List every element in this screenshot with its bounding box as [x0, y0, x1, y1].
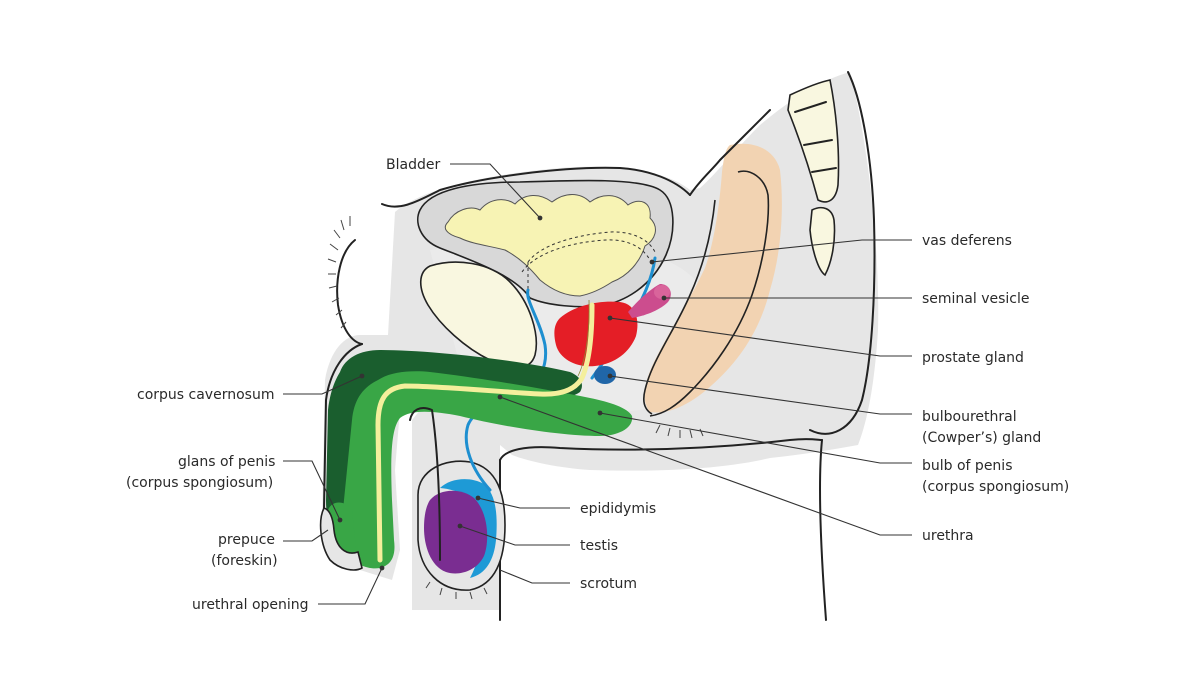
leader-dot-seminal — [661, 295, 667, 301]
leader-dot-vas — [649, 259, 655, 265]
perineal-hair — [655, 424, 704, 439]
leader-dot-bulb — [597, 410, 603, 416]
leader-dot-cavernosum — [359, 373, 365, 379]
leader-epididymis — [477, 497, 570, 509]
vas-deferens-hidden-path — [527, 231, 656, 263]
leader-glans — [283, 460, 341, 521]
leader-dot-urethral-opening — [379, 565, 385, 571]
leader-vas-deferens — [651, 239, 912, 263]
label-glans-2: (corpus spongiosum) — [126, 475, 273, 491]
seminal-vesicle-top — [654, 285, 670, 299]
urethra — [375, 302, 595, 563]
leader-bulb-of-penis — [599, 412, 912, 464]
sacrum-segment-1 — [794, 101, 827, 113]
prostate-gland — [554, 301, 638, 367]
label-bladder: Bladder — [386, 157, 440, 173]
label-epididymis: epididymis — [580, 501, 656, 517]
label-prepuce-2: (foreskin) — [211, 553, 278, 569]
leader-dot-bulbourethral — [607, 373, 613, 379]
label-bulb-of-penis-2: (corpus spongiosum) — [922, 479, 1069, 495]
label-urethral-opening: urethral opening — [192, 597, 309, 613]
leader-dot-testis — [457, 523, 463, 529]
labels: Bladder vas deferens seminal vesicle pro… — [126, 157, 1069, 613]
vas-deferens-hidden-path-2 — [521, 239, 651, 273]
leader-dot-glans — [337, 517, 343, 523]
label-vas-deferens: vas deferens — [922, 233, 1012, 249]
label-prepuce-1: prepuce — [218, 532, 275, 548]
leader-dot-epididymis — [475, 495, 481, 501]
label-testis: testis — [580, 538, 618, 554]
bladder — [444, 194, 656, 297]
perineum-outline — [818, 439, 827, 621]
leader-prepuce — [283, 529, 329, 542]
pubic-outline — [336, 239, 363, 345]
label-scrotum: scrotum — [580, 576, 637, 592]
leader-dot-bladder — [537, 215, 543, 221]
rectum-wall — [643, 199, 716, 415]
prepuce — [319, 507, 363, 571]
penis-outline — [323, 343, 363, 509]
leader-scrotum — [499, 569, 570, 584]
leader-bladder — [450, 163, 541, 219]
leader-urethral-opening — [318, 567, 383, 605]
scrotum-hair — [425, 581, 488, 600]
buttock-outline — [809, 71, 876, 435]
abdomen-outline — [381, 166, 691, 208]
leader-corpus-cavernosum — [283, 375, 363, 395]
leader-bulbourethral — [609, 375, 912, 415]
back-outline — [689, 109, 771, 196]
rectum — [644, 143, 782, 413]
label-bulbourethral-2: (Cowper’s) gland — [922, 430, 1041, 446]
label-seminal-vesicle: seminal vesicle — [922, 291, 1030, 307]
label-corpus-cavernosum: corpus cavernosum — [137, 387, 274, 403]
label-prostate-gland: prostate gland — [922, 350, 1024, 366]
leader-urethra — [499, 396, 912, 536]
leader-testis — [459, 525, 570, 546]
corpus-spongiosum — [340, 371, 633, 569]
rectum-wall-2 — [649, 170, 770, 417]
leader-prostate — [609, 317, 912, 357]
label-glans-1: glans of penis — [178, 454, 275, 470]
label-urethra: urethra — [922, 528, 974, 544]
label-bulb-of-penis-1: bulb of penis — [922, 458, 1013, 474]
thigh-outline — [499, 438, 823, 461]
label-bulbourethral-1: bulbourethral — [922, 409, 1017, 425]
pubic-hair — [327, 216, 351, 329]
urethra-edge — [577, 299, 590, 377]
sacrum-segment-3 — [811, 167, 837, 173]
leader-lines — [283, 163, 912, 605]
sacrum-segment-2 — [803, 139, 833, 146]
coccyx — [809, 206, 836, 277]
leader-dot-prostate — [607, 315, 613, 321]
leader-dot-urethra — [497, 394, 503, 400]
penis-under-outline — [409, 407, 441, 561]
cowper-gland — [594, 366, 616, 384]
